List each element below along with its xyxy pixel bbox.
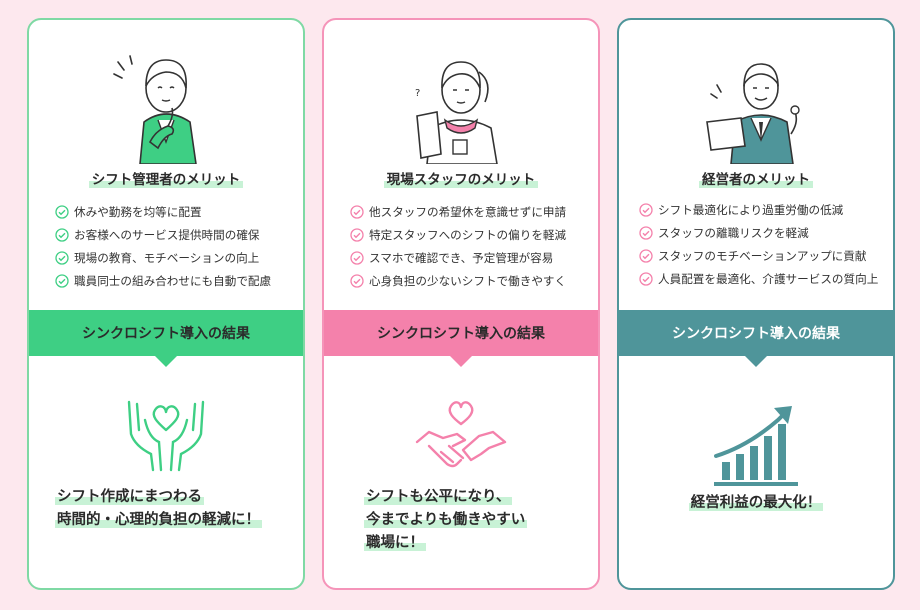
check-circle-icon xyxy=(639,271,653,286)
list-item: 休みや勤務を均等に配置 xyxy=(55,200,297,223)
list-item: スタッフの離職リスクを軽減 xyxy=(639,221,887,244)
list-item: スマホで確認でき、予定管理が容易 xyxy=(350,246,592,269)
role-title: 現場スタッフのメリット xyxy=(324,168,598,188)
check-circle-icon xyxy=(350,204,364,219)
result-band: シンクロシフト導入の結果 xyxy=(324,310,598,367)
merit-list: 休みや勤務を均等に配置 お客様へのサービス提供時間の確保 現場の教育、モチベーシ… xyxy=(55,200,297,292)
role-title: シフト管理者のメリット xyxy=(29,168,303,188)
result-band: シンクロシフト導入の結果 xyxy=(619,310,893,367)
list-item: 心身負担の少ないシフトで働きやすく xyxy=(350,269,592,292)
list-item: 他スタッフの希望休を意識せずに申請 xyxy=(350,200,592,223)
card-executive: 経営者のメリット シフト最適化により過重労働の低減 スタッフの離職リスクを軽減 … xyxy=(617,18,895,590)
card-manager: シフト管理者のメリット 休みや勤務を均等に配置 お客様へのサービス提供時間の確保… xyxy=(27,18,305,590)
svg-text:?: ? xyxy=(415,88,420,99)
check-circle-icon xyxy=(55,227,69,242)
result-text: シフトも公平になり、 今までよりも働きやすい 職場に！ xyxy=(364,489,528,551)
merit-list: 他スタッフの希望休を意識せずに申請 特定スタッフへのシフトの偏りを軽減 スマホで… xyxy=(350,200,592,292)
check-circle-icon xyxy=(639,202,653,217)
heart-hands-icon xyxy=(29,394,303,474)
list-item: 現場の教育、モチベーションの向上 xyxy=(55,246,297,269)
executive-man-icon xyxy=(619,42,893,164)
card-staff: ? 現場スタッフのメリット 他スタッフの希望休を意識せずに申請 特定スタッフへの… xyxy=(322,18,600,590)
check-circle-icon xyxy=(350,273,364,288)
result-band: シンクロシフト導入の結果 xyxy=(29,310,303,367)
list-item: 人員配置を最適化、介護サービスの質向上 xyxy=(639,267,887,290)
manager-woman-icon xyxy=(29,42,303,164)
list-item: 特定スタッフへのシフトの偏りを軽減 xyxy=(350,223,592,246)
handshake-heart-icon xyxy=(324,394,598,478)
result-text: シフト作成にまつわる 時間的・心理的負担の軽減に！ xyxy=(55,489,262,528)
growth-chart-icon xyxy=(619,400,893,490)
check-circle-icon xyxy=(55,204,69,219)
role-title: 経営者のメリット xyxy=(619,168,893,188)
check-circle-icon xyxy=(350,250,364,265)
check-circle-icon xyxy=(639,248,653,263)
list-item: シフト最適化により過重労働の低減 xyxy=(639,198,887,221)
staff-nurse-icon: ? xyxy=(324,42,598,164)
result-text: 経営利益の最大化！ xyxy=(688,495,824,511)
list-item: 職員同士の組み合わせにも自動で配慮 xyxy=(55,269,297,292)
merit-list: シフト最適化により過重労働の低減 スタッフの離職リスクを軽減 スタッフのモチベー… xyxy=(639,198,887,290)
check-circle-icon xyxy=(55,273,69,288)
check-circle-icon xyxy=(55,250,69,265)
list-item: お客様へのサービス提供時間の確保 xyxy=(55,223,297,246)
check-circle-icon xyxy=(350,227,364,242)
list-item: スタッフのモチベーションアップに貢献 xyxy=(639,244,887,267)
check-circle-icon xyxy=(639,225,653,240)
